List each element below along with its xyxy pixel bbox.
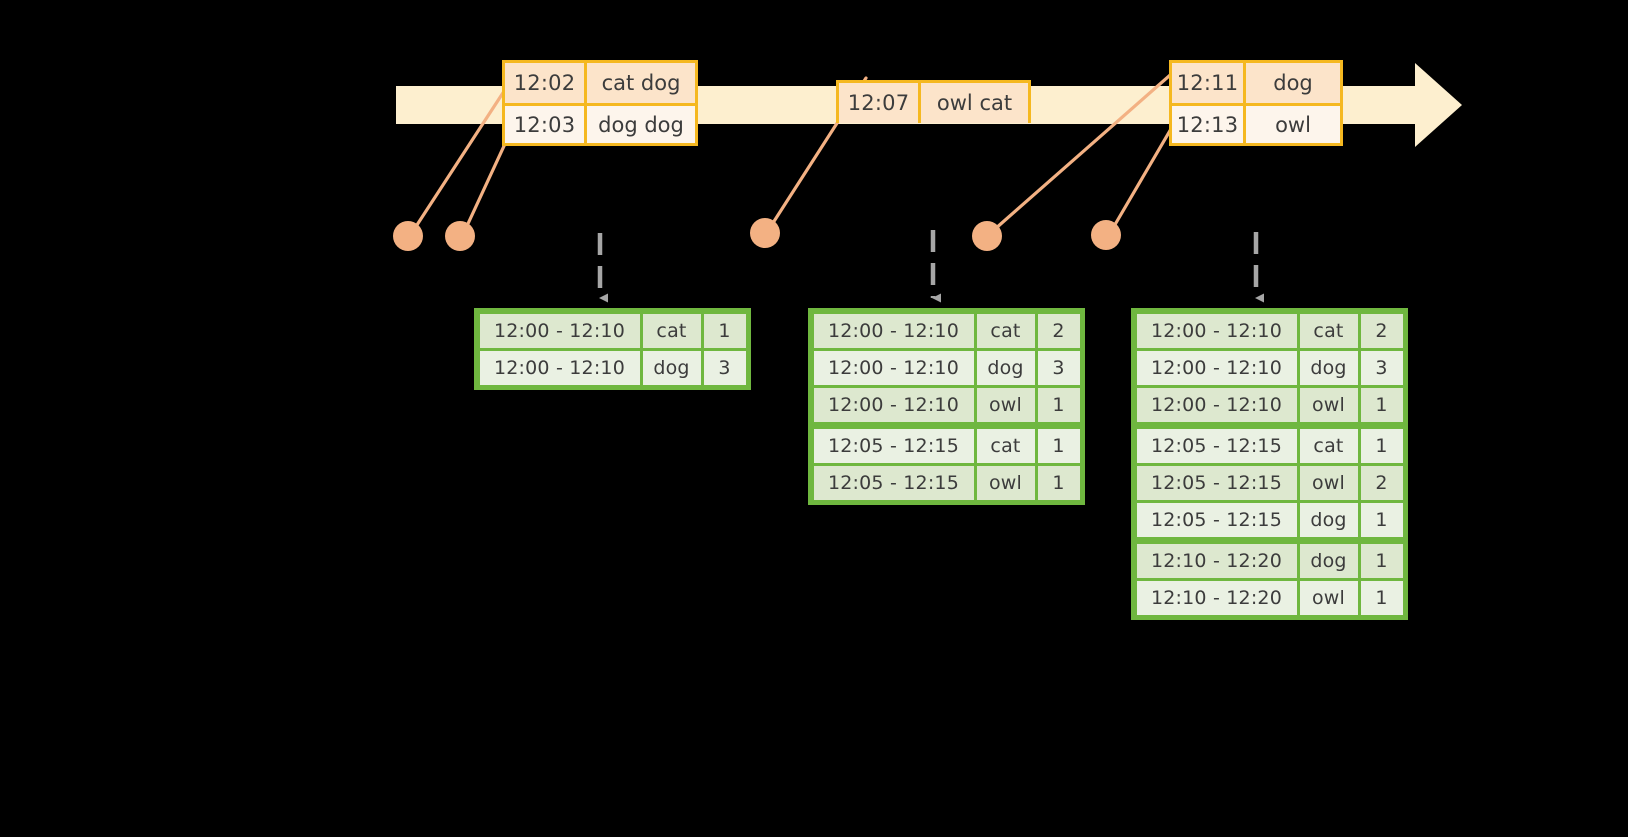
table-row[interactable]: 12:10 - 12:20 owl 1 bbox=[1135, 579, 1404, 616]
cell-count: 1 bbox=[1037, 465, 1080, 500]
event-value: owl cat bbox=[921, 83, 1028, 123]
event-group-1[interactable]: 12:02 cat dog 12:03 dog dog bbox=[502, 60, 698, 146]
cell-key: owl bbox=[976, 465, 1035, 500]
table-row[interactable]: 12:00 - 12:10 dog 3 bbox=[478, 349, 747, 386]
window-group-separator bbox=[1135, 423, 1404, 427]
event-value: dog dog bbox=[587, 106, 695, 143]
cell-window: 12:00 - 12:10 bbox=[479, 313, 640, 348]
cell-window: 12:05 - 12:15 bbox=[813, 428, 974, 463]
event-row[interactable]: 12:07 owl cat bbox=[839, 83, 1028, 123]
table-row[interactable]: 12:05 - 12:15 owl 1 bbox=[812, 464, 1081, 501]
cell-count: 3 bbox=[703, 350, 746, 385]
table-row[interactable]: 12:05 - 12:15 cat 1 bbox=[1135, 427, 1404, 464]
cell-window: 12:05 - 12:15 bbox=[1136, 465, 1297, 500]
cell-key: cat bbox=[1299, 428, 1358, 463]
event-time: 12:13 bbox=[1172, 106, 1246, 143]
table-row[interactable]: 12:00 - 12:10 owl 1 bbox=[812, 386, 1081, 423]
cell-key: owl bbox=[1299, 387, 1358, 422]
cell-count: 3 bbox=[1037, 350, 1080, 385]
result-table-1[interactable]: 12:00 - 12:10 cat 1 12:00 - 12:10 dog 3 bbox=[474, 308, 751, 390]
cell-window: 12:00 - 12:10 bbox=[813, 313, 974, 348]
cell-count: 1 bbox=[703, 313, 746, 348]
table-row[interactable]: 12:10 - 12:20 dog 1 bbox=[1135, 542, 1404, 579]
table-row[interactable]: 12:05 - 12:15 cat 1 bbox=[812, 427, 1081, 464]
cell-key: dog bbox=[642, 350, 701, 385]
event-row[interactable]: 12:02 cat dog bbox=[505, 63, 695, 103]
cell-count: 1 bbox=[1360, 387, 1403, 422]
table-row[interactable]: 12:00 - 12:10 cat 2 bbox=[1135, 312, 1404, 349]
cell-count: 1 bbox=[1037, 428, 1080, 463]
cell-window: 12:05 - 12:15 bbox=[813, 465, 974, 500]
event-dot-4 bbox=[972, 221, 1002, 251]
cell-count: 2 bbox=[1360, 313, 1403, 348]
emit-dashed-arrows bbox=[597, 230, 1264, 303]
cell-window: 12:00 - 12:10 bbox=[1136, 387, 1297, 422]
result-table-2[interactable]: 12:00 - 12:10 cat 2 12:00 - 12:10 dog 3 … bbox=[808, 308, 1085, 505]
cell-key: dog bbox=[1299, 502, 1358, 537]
cell-key: dog bbox=[1299, 350, 1358, 385]
window-group-separator bbox=[812, 423, 1081, 427]
cell-count: 2 bbox=[1360, 465, 1403, 500]
cell-window: 12:05 - 12:15 bbox=[1136, 428, 1297, 463]
cell-window: 12:00 - 12:10 bbox=[813, 350, 974, 385]
cell-count: 2 bbox=[1037, 313, 1080, 348]
table-row[interactable]: 12:00 - 12:10 owl 1 bbox=[1135, 386, 1404, 423]
cell-key: dog bbox=[1299, 543, 1358, 578]
cell-window: 12:10 - 12:20 bbox=[1136, 543, 1297, 578]
event-time: 12:07 bbox=[839, 83, 921, 123]
cell-window: 12:05 - 12:15 bbox=[1136, 502, 1297, 537]
cell-count: 3 bbox=[1360, 350, 1403, 385]
table-row[interactable]: 12:05 - 12:15 dog 1 bbox=[1135, 501, 1404, 538]
cell-count: 1 bbox=[1360, 580, 1403, 615]
event-value: cat dog bbox=[587, 63, 695, 103]
event-dot-5 bbox=[1091, 220, 1121, 250]
event-row[interactable]: 12:11 dog bbox=[1172, 63, 1340, 103]
event-dots bbox=[393, 218, 1121, 251]
event-group-3[interactable]: 12:11 dog 12:13 owl bbox=[1169, 60, 1343, 146]
table-row[interactable]: 12:00 - 12:10 cat 1 bbox=[478, 312, 747, 349]
event-value: dog bbox=[1246, 63, 1340, 103]
event-dot-1 bbox=[393, 221, 423, 251]
cell-key: cat bbox=[976, 313, 1035, 348]
cell-count: 1 bbox=[1360, 502, 1403, 537]
window-group-separator bbox=[1135, 538, 1404, 542]
cell-window: 12:00 - 12:10 bbox=[1136, 350, 1297, 385]
cell-count: 1 bbox=[1360, 428, 1403, 463]
table-row[interactable]: 12:00 - 12:10 cat 2 bbox=[812, 312, 1081, 349]
cell-key: owl bbox=[976, 387, 1035, 422]
cell-window: 12:00 - 12:10 bbox=[1136, 313, 1297, 348]
cell-key: cat bbox=[1299, 313, 1358, 348]
table-row[interactable]: 12:05 - 12:15 owl 2 bbox=[1135, 464, 1404, 501]
cell-key: dog bbox=[976, 350, 1035, 385]
cell-window: 12:00 - 12:10 bbox=[813, 387, 974, 422]
cell-key: cat bbox=[976, 428, 1035, 463]
result-table-3[interactable]: 12:00 - 12:10 cat 2 12:00 - 12:10 dog 3 … bbox=[1131, 308, 1408, 620]
cell-count: 1 bbox=[1037, 387, 1080, 422]
event-dot-3 bbox=[750, 218, 780, 248]
event-row[interactable]: 12:13 owl bbox=[1172, 103, 1340, 143]
event-time: 12:11 bbox=[1172, 63, 1246, 103]
event-dot-2 bbox=[445, 221, 475, 251]
event-group-2[interactable]: 12:07 owl cat bbox=[836, 80, 1031, 123]
cell-window: 12:00 - 12:10 bbox=[479, 350, 640, 385]
table-row[interactable]: 12:00 - 12:10 dog 3 bbox=[1135, 349, 1404, 386]
event-time: 12:03 bbox=[505, 106, 587, 143]
event-time: 12:02 bbox=[505, 63, 587, 103]
cell-count: 1 bbox=[1360, 543, 1403, 578]
cell-key: cat bbox=[642, 313, 701, 348]
event-row[interactable]: 12:03 dog dog bbox=[505, 103, 695, 143]
cell-key: owl bbox=[1299, 465, 1358, 500]
table-row[interactable]: 12:00 - 12:10 dog 3 bbox=[812, 349, 1081, 386]
event-value: owl bbox=[1246, 106, 1340, 143]
cell-key: owl bbox=[1299, 580, 1358, 615]
cell-window: 12:10 - 12:20 bbox=[1136, 580, 1297, 615]
